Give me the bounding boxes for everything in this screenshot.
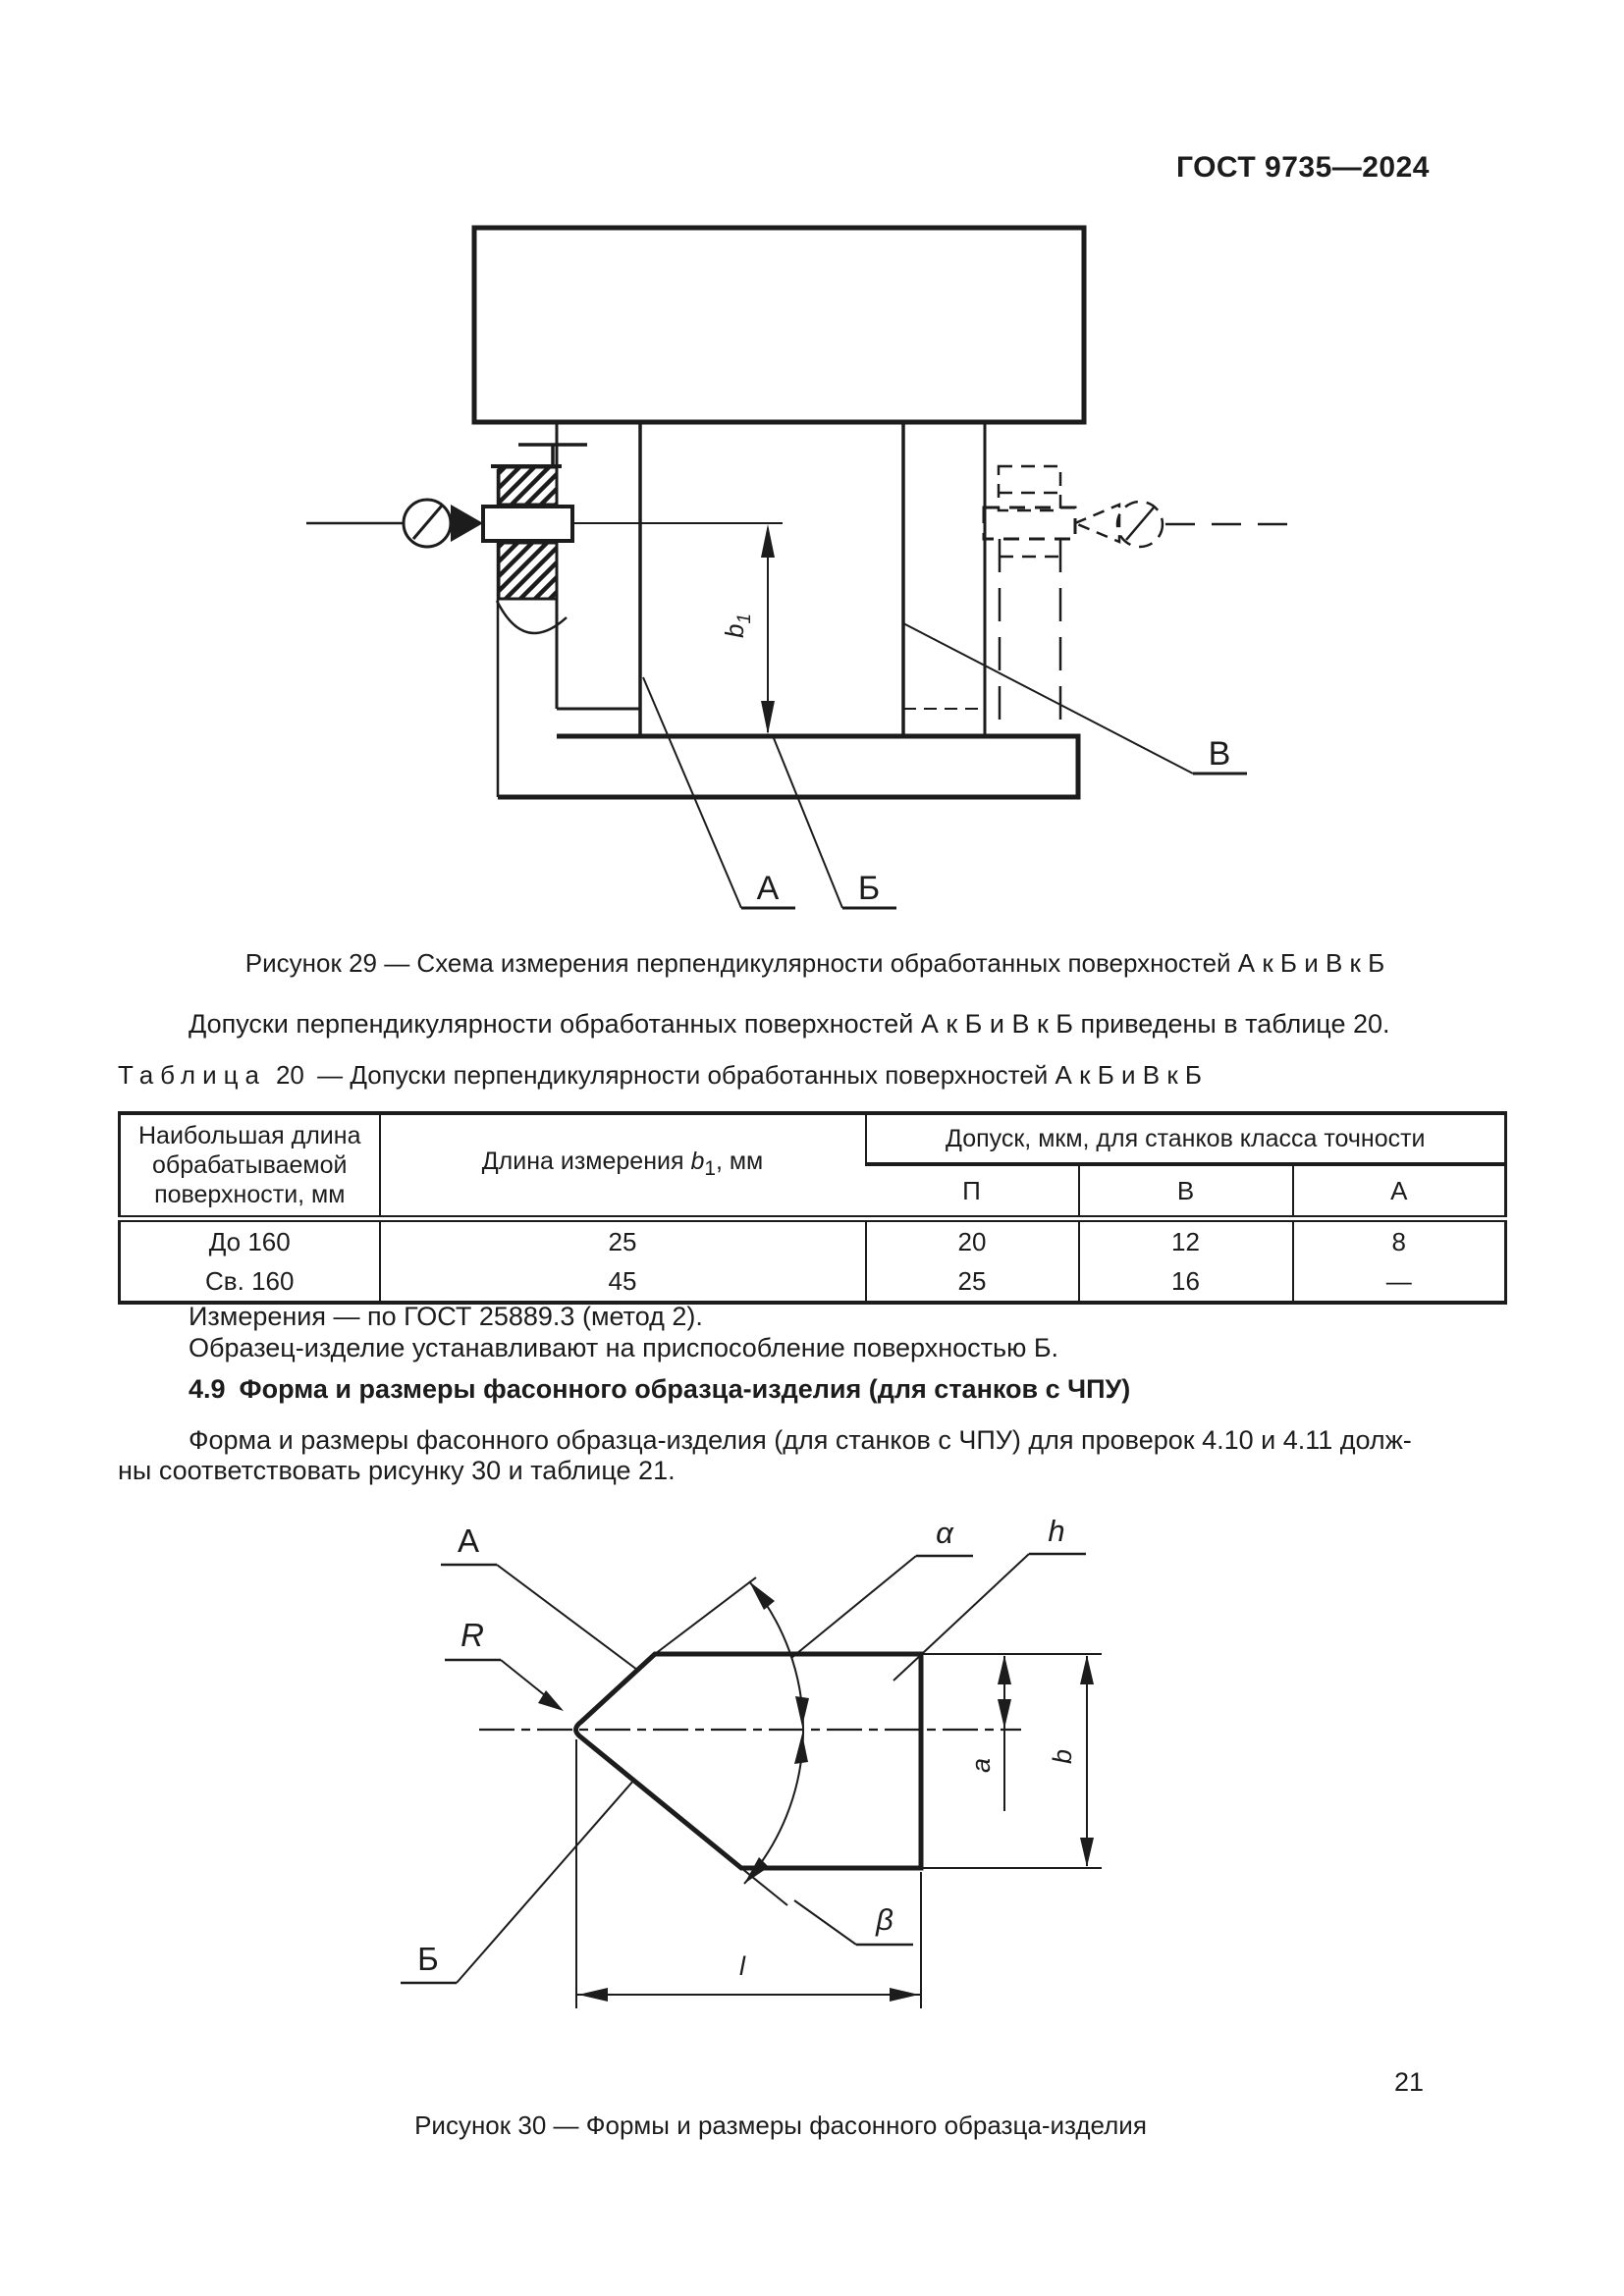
cell-length: До 160 [119, 1215, 380, 1261]
fig30-label-surface-b: Б [417, 1941, 439, 1977]
fig29-dimension-b1: b1 [572, 522, 783, 734]
fig30-dim-b: b [1048, 1749, 1077, 1764]
fig29-indicator-left [306, 443, 587, 635]
page-number: 21 [1393, 2067, 1425, 2097]
figure-29-caption: Рисунок 29 — Схема измерения перпендикул… [244, 948, 1385, 978]
fig30-label-alpha: α [936, 1516, 954, 1550]
fig30-label-radius: R [460, 1617, 484, 1653]
table-caption-number: 20 [275, 1060, 304, 1090]
col-header-class-v: В [1077, 1164, 1293, 1219]
table-row: До 160 25 20 12 8 [119, 1215, 1506, 1261]
fig30-label-beta: β [875, 1902, 893, 1937]
svg-text:b1: b1 [720, 614, 755, 638]
fig29-dim-b1-sub: 1 [734, 614, 755, 624]
figure-30-diagram: a b l А R Б α [401, 1514, 1102, 2008]
col-header-length: Наибольшая длина обрабатываемой поверхно… [137, 1122, 361, 1208]
col-header-tolerance-group: Допуск, мкм, для станков класса точности [864, 1113, 1506, 1166]
table-header-row-2: П В А [120, 1164, 1506, 1219]
cell-p: 20 [864, 1215, 1079, 1261]
cell-b1: 25 [378, 1215, 866, 1261]
cell-b1: 45 [378, 1261, 866, 1303]
section-title: Форма и размеры фасонного образца-издели… [239, 1374, 1131, 1404]
fig30-dim-l: l [739, 1951, 746, 1981]
section-body-line-1: Форма и размеры фасонного образца-издели… [189, 1425, 1412, 1455]
standard-designation: ГОСТ 9735—2024 [1175, 151, 1430, 184]
fig29-workpiece [471, 225, 1087, 736]
fig29-surface-labels: А Б В [642, 622, 1247, 910]
cell-length: Св. 160 [205, 1265, 295, 1296]
note-measurement: Измерения — по ГОСТ 25889.3 (метод 2). [189, 1302, 703, 1331]
note-installation: Образец-изделие устанавливают на приспос… [189, 1333, 1059, 1362]
cell-v: 16 [1077, 1261, 1293, 1303]
fig29-label-surface-v: В [1209, 735, 1231, 773]
table-20: Наибольшая длина обрабатываемой поверхно… [118, 1111, 1508, 1305]
fig30-dim-a: a [966, 1758, 996, 1773]
fig29-dim-b1-symbol: b [720, 624, 749, 638]
section-body-line-2: ны соответствовать рисунку 30 и таблице … [118, 1456, 676, 1485]
col-header-class-a: А [1291, 1164, 1506, 1219]
section-4-9-heading: 4.9 Форма и размеры фасонного образца-изд… [118, 1374, 1512, 1405]
table-header-row-1: Наибольшая длина обрабатываемой поверхно… [120, 1113, 1506, 1219]
figure-29-diagram: b1 [306, 225, 1296, 910]
table-row: Св. 160 45 25 16 — [120, 1261, 1506, 1303]
fig30-dimensions-ab: a b [966, 1655, 1094, 1867]
table-caption-text: — Допуски перпендикулярности обработанны… [317, 1060, 1202, 1090]
col-header-class-p: П [962, 1175, 981, 1205]
fig29-label-surface-b: Б [858, 870, 880, 907]
fig30-dimension-l: l [575, 1739, 922, 2008]
table-20-caption: Таблица 20 — Допуски перпендикулярности о… [118, 1060, 1512, 1091]
cell-p: 25 [864, 1261, 1079, 1303]
table-caption-word: Таблица [118, 1060, 266, 1090]
cell-v: 12 [1077, 1215, 1293, 1261]
fig30-label-surface-a: А [458, 1522, 479, 1559]
col-header-b1: Длина измерения b1, мм [378, 1113, 866, 1219]
fig30-label-h: h [1048, 1514, 1064, 1548]
fig30-profile [479, 1576, 1102, 1906]
fig30-angle-arc [743, 1580, 809, 1885]
cell-a: — [1291, 1261, 1506, 1303]
figure-30-caption: Рисунок 30 — Формы и размеры фасонного о… [414, 2110, 1147, 2140]
fig29-indicator-right-phantom [982, 464, 1296, 731]
intro-paragraph: Допуски перпендикулярности обработанных … [189, 1009, 1390, 1039]
fig29-label-surface-a: А [757, 870, 780, 907]
fig29-fixture-base [496, 469, 1081, 800]
fig30-labels: А R Б α h β [401, 1514, 1086, 1985]
cell-a: 8 [1291, 1215, 1506, 1261]
section-number: 4.9 [189, 1374, 226, 1404]
